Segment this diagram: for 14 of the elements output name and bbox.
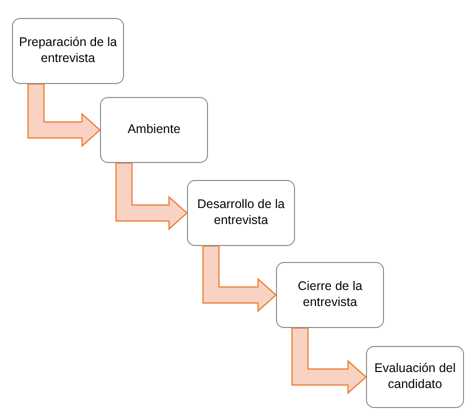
bent-arrow [115,162,188,230]
bent-arrow [27,83,101,148]
box-label: Preparación de la entrevista [18,35,118,67]
bent-arrow [202,245,277,312]
process-box [187,180,295,246]
process-box [276,262,384,328]
bent-arrow [291,327,367,394]
process-box [12,18,124,84]
box-label: Evaluación del candidato [373,361,457,393]
process-box [366,346,464,408]
process-box [100,97,208,163]
box-label: Ambiente [128,122,180,138]
box-label: Cierre de la entrevista [296,279,364,311]
box-label: Desarrollo de la entrevista [196,197,286,229]
